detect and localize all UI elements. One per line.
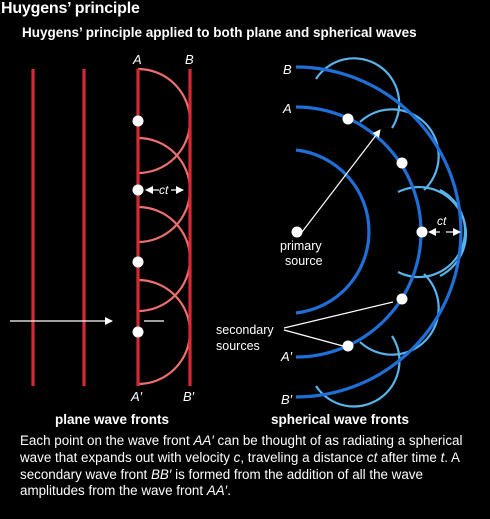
sph-label-B-prime: B′ (281, 392, 293, 407)
desc-text-2: can be thought of as radiating a spheric… (20, 433, 463, 465)
desc-text-6: is formed from the addition of all the w… (20, 466, 423, 499)
plane-label-A: A (132, 52, 142, 67)
secondary-pointer-1 (283, 301, 394, 329)
plane-label-A-prime: A′ (130, 389, 143, 404)
desc-c: c (233, 449, 241, 465)
diagram-title: Huygens’ principle applied to both plane… (22, 25, 417, 40)
plane-wavelet-3 (137, 205, 192, 313)
sph-label-A-prime: A′ (280, 349, 293, 364)
plane-wavelet-4 (137, 278, 192, 386)
primary-source-label-1: primary (280, 239, 322, 253)
sph-secondary-dot-4 (396, 293, 408, 305)
plane-ct-label: ct (159, 183, 169, 197)
desc-t: t (440, 449, 445, 465)
primary-source-label-2: source (285, 254, 323, 268)
sph-label-A: A (282, 101, 292, 116)
desc-text-5: . A secondary wave front (20, 449, 460, 482)
plane-label-B: B (185, 52, 194, 67)
desc-text-4: after time (377, 449, 441, 465)
spherical-caption: spherical wave fronts (271, 412, 409, 427)
description-paragraph: Each point on the wave front AA′ can be … (20, 433, 485, 500)
secondary-sources-label-2: sources (216, 339, 260, 353)
primary-source-dot (291, 226, 303, 238)
spherical-secondary-wavelets (315, 57, 468, 408)
sph-wavelet-5 (359, 273, 440, 356)
spherical-source-dots (291, 113, 428, 352)
plane-label-B-prime: B′ (183, 389, 195, 404)
desc-ct: ct (366, 449, 378, 465)
sph-secondary-dot-5 (342, 340, 354, 352)
primary-source-pointer (301, 129, 381, 233)
secondary-sources-label-1: secondary (216, 323, 274, 337)
sph-ct-label: ct (437, 214, 447, 228)
desc-text-7: . (227, 483, 231, 499)
secondary-pointer-2 (283, 329, 344, 347)
sph-secondary-dot-2 (396, 157, 408, 169)
plane-source-dot-4 (132, 326, 144, 338)
plane-source-dot-1 (132, 115, 144, 127)
plane-wavelet-1 (137, 67, 192, 175)
sph-wavelet-2 (359, 108, 440, 191)
plane-source-dot-3 (132, 256, 144, 268)
sph-secondary-dot-3 (416, 226, 428, 238)
sph-front-inner (295, 148, 371, 315)
desc-aa-2: AA′ (206, 483, 228, 499)
desc-text-1: Each point on the wave front (20, 433, 194, 448)
sph-secondary-dot-1 (342, 113, 354, 125)
plane-secondary-sources (132, 115, 144, 338)
desc-aa-1: AA′ (193, 433, 214, 448)
plane-wave-diagram: ct A B A′ B′ plane wave fronts (10, 52, 195, 427)
spherical-wave-diagram: ct B A A′ B′ primary source secondary so… (216, 57, 468, 427)
sph-label-B: B (283, 62, 292, 77)
desc-bb: BB′ (151, 466, 172, 482)
plane-secondary-wavelets (137, 67, 192, 386)
plane-wave-fronts (31, 69, 192, 386)
page-title: Huygens’ principle (1, 0, 140, 17)
plane-caption: plane wave fronts (55, 412, 169, 427)
desc-text-3: , traveling a distance (240, 449, 367, 465)
sph-wavelet-6 (315, 335, 401, 408)
plane-source-dot-2 (132, 184, 144, 196)
sph-front-A (295, 105, 423, 359)
